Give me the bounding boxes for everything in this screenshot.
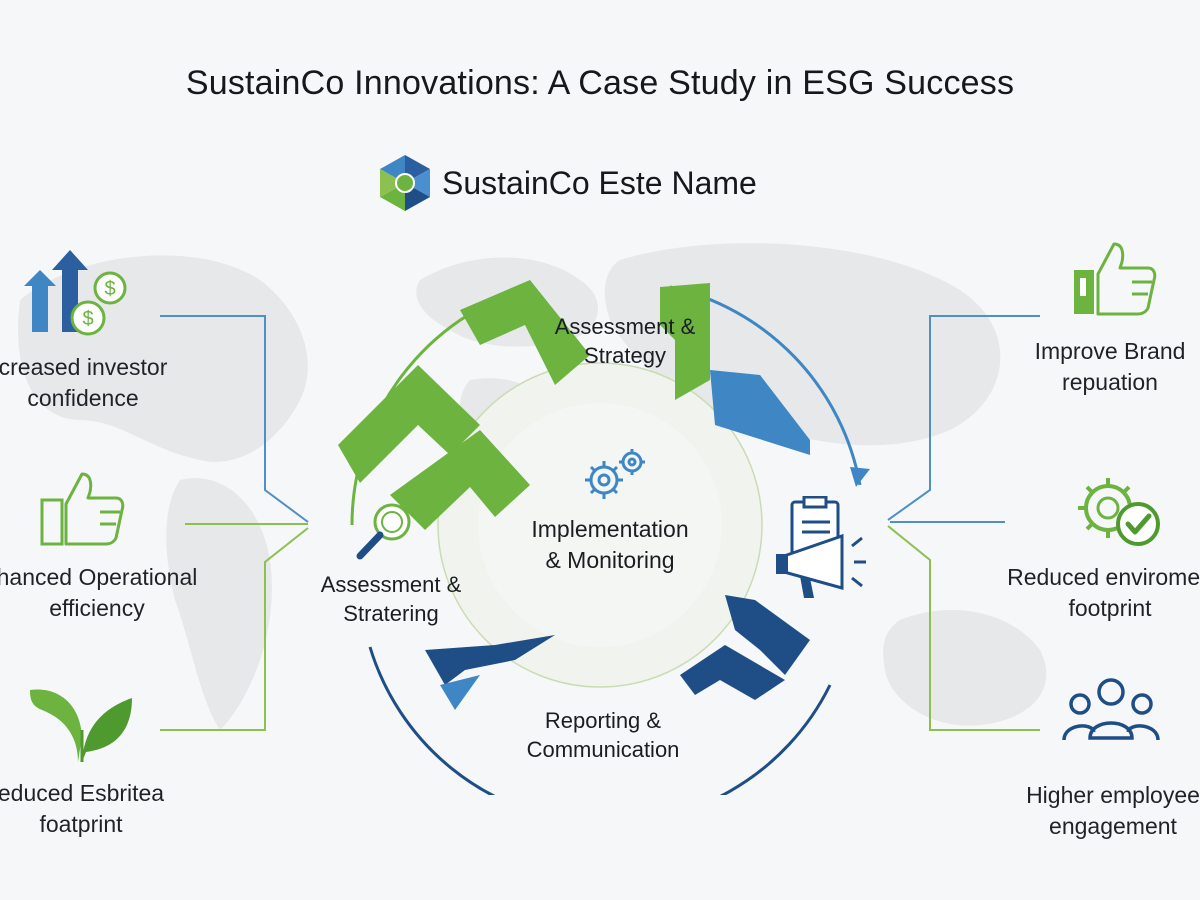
navy-chevrons [425, 595, 810, 710]
brand-header: SustainCo Este Name [378, 153, 757, 213]
benefit-environmental-footprint: Reduced enviromen footprint [992, 562, 1200, 624]
cycle-bottom-line2: Communication [526, 737, 680, 762]
gears-icon [585, 449, 645, 499]
benefit-reduced-footprint-left: educed Esbritea foatprint [0, 778, 186, 840]
cycle-center-line2: & Monitoring [545, 547, 675, 573]
svg-text:$: $ [104, 278, 115, 300]
cycle-arrowhead [850, 467, 870, 487]
benefit-right-1-line1: Improve Brand [1034, 338, 1186, 364]
benefit-right-3-line1: Higher employee [1026, 782, 1200, 808]
benefit-brand-reputation: Improve Brand repuation [1015, 336, 1200, 398]
leaf-icon [30, 689, 132, 762]
benefit-right-2-line2: footprint [1068, 595, 1152, 621]
page-title: SustainCo Innovations: A Case Study in E… [185, 64, 1015, 102]
green-chevrons [338, 280, 710, 530]
growth-arrows-dollar-icon: $ $ [24, 250, 127, 336]
cycle-label-left: Assessment & Stratering [306, 570, 476, 628]
thumbs-up-icon [40, 472, 125, 546]
cycle-center-line1: Implementation [531, 516, 689, 542]
benefit-right-1-line2: repuation [1062, 369, 1158, 395]
benefit-left-1-line1: creased investor [0, 354, 168, 380]
benefit-right-2-line1: Reduced enviromen [1007, 564, 1200, 590]
brand-name: SustainCo Este Name [442, 164, 757, 201]
cycle-label-bottom: Reporting & Communication [505, 706, 701, 764]
cycle-label-top: Assessment & Strategy [540, 312, 710, 370]
thumbs-up-icon [1074, 242, 1157, 316]
benefit-investor-confidence: creased investor confidence [0, 352, 188, 414]
benefit-left-3-line2: foatprint [39, 811, 123, 837]
cycle-left-line1: Assessment & [320, 572, 462, 597]
svg-text:$: $ [82, 308, 93, 330]
gear-check-icon [1078, 478, 1160, 546]
blue-segment [710, 370, 810, 455]
cycle-bottom-line1: Reporting & [544, 708, 662, 733]
megaphone-clipboard-icon [776, 496, 866, 598]
cycle-top-line2: Strategy [584, 343, 666, 368]
cycle-left-line2: Stratering [343, 601, 439, 626]
cycle-top-line1: Assessment & [554, 314, 696, 339]
benefit-left-1-line2: confidence [27, 385, 139, 411]
benefit-right-3-line2: engagement [1049, 813, 1177, 839]
benefit-employee-engagement: Higher employee engagement [1008, 780, 1200, 842]
people-group-icon [1062, 678, 1160, 741]
sustainco-logo-icon [380, 155, 430, 211]
esg-cycle-diagram [338, 280, 870, 795]
benefit-left-3-line1: educed Esbritea [0, 780, 165, 806]
benefit-left-2-line1: hanced Operational [0, 564, 198, 590]
magnifier-icon [356, 503, 411, 560]
cycle-label-center: Implementation & Monitoring [510, 514, 710, 576]
benefit-operational-efficiency: hanced Operational efficiency [0, 562, 222, 624]
benefit-left-2-line2: efficiency [49, 595, 145, 621]
